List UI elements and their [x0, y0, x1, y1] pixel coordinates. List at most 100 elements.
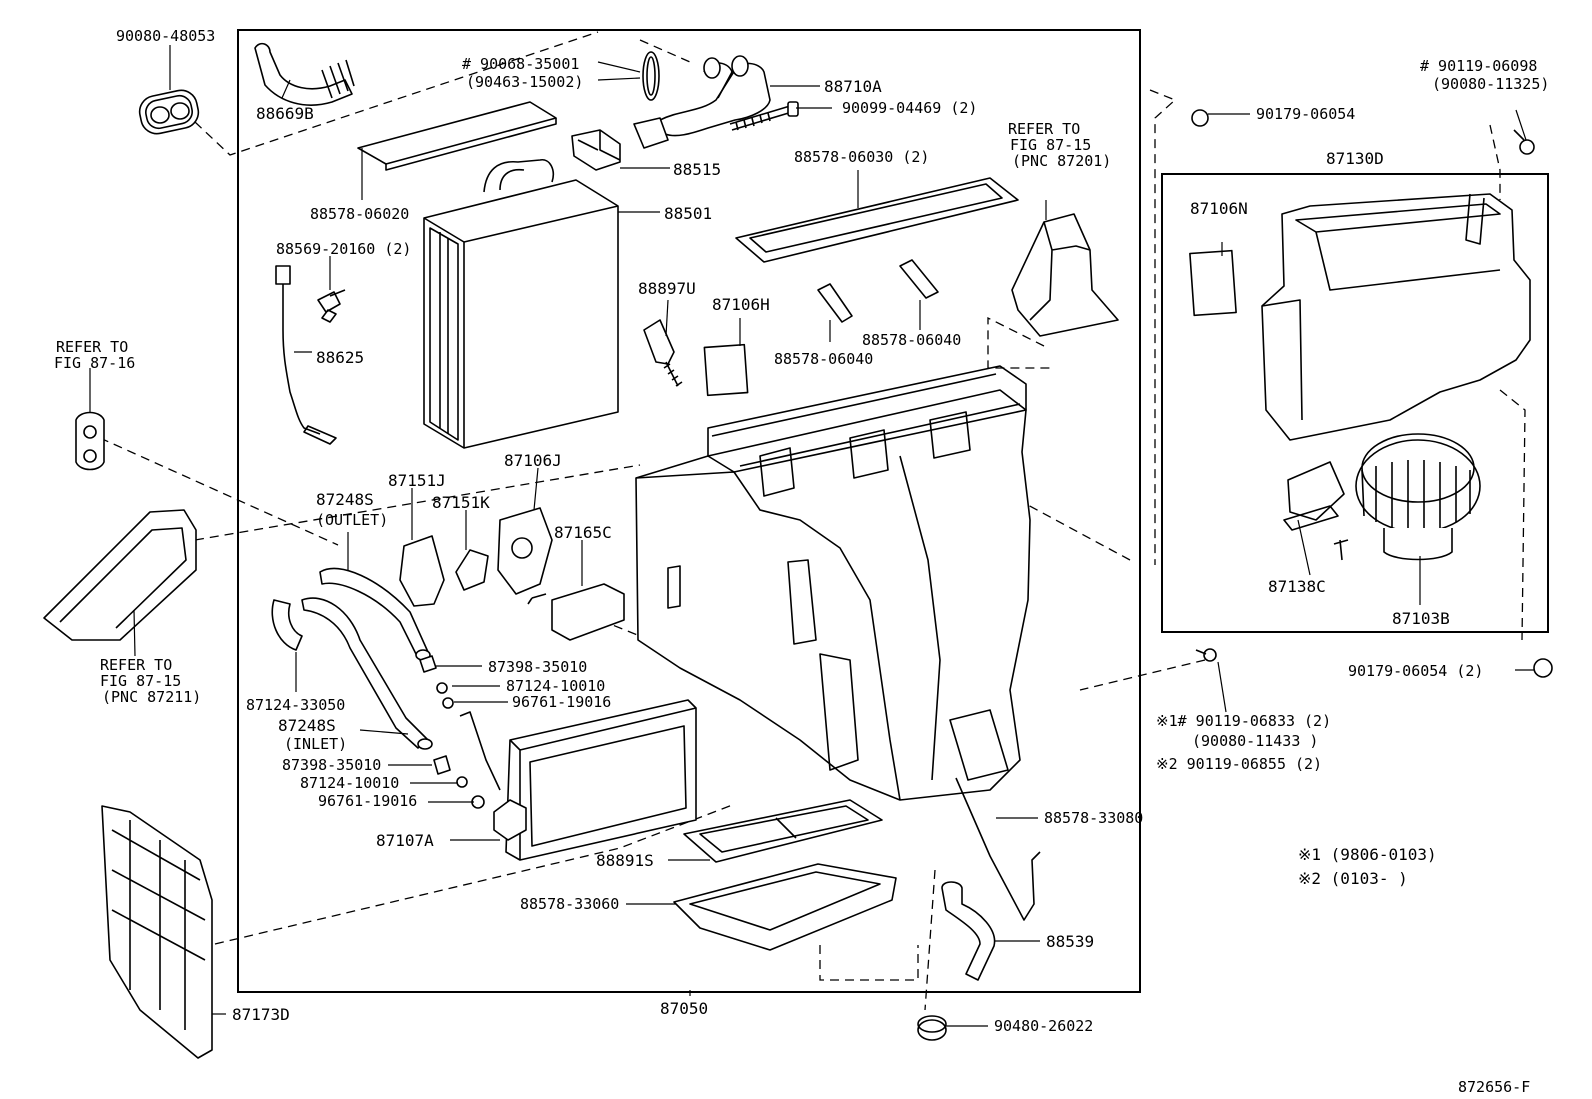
- label-90463-15002: (90463-15002): [466, 73, 583, 91]
- heater-hoses-87248S-part: [301, 567, 433, 750]
- label-90080-48053: 90080-48053: [116, 27, 215, 45]
- label-88710A: 88710A: [824, 77, 882, 96]
- ref-87211-line2: FIG 87-15: [100, 672, 181, 690]
- grommet-ref-87-16-part: [75, 411, 105, 471]
- label-88569-20160: 88569-20160 (2): [276, 240, 411, 258]
- label-88501: 88501: [664, 204, 712, 223]
- label-90068-35001: # 90068-35001: [462, 55, 579, 73]
- heater-case-87050-part: [635, 365, 1031, 801]
- blower-assembly-frame: [1161, 173, 1549, 633]
- label-90119-06855: ※2 90119-06855 (2): [1156, 755, 1322, 773]
- thermistor-88625-part: [275, 265, 337, 445]
- damper-88891S-part: [683, 799, 883, 863]
- label-90179-06054-b: 90179-06054 (2): [1348, 662, 1483, 680]
- clamp-87124-33050-part: [271, 599, 303, 651]
- label-inlet: (INLET): [284, 735, 347, 753]
- grommet-90080-48053-part: [138, 89, 200, 135]
- evaporator-88501-part: [423, 159, 619, 449]
- fasteners-part: [1191, 109, 1553, 678]
- label-88515: 88515: [673, 160, 721, 179]
- filter-87106N-part: [1189, 249, 1237, 317]
- clip-88569-20160-part: [317, 289, 346, 323]
- resistor-87165C-part: [527, 583, 625, 641]
- clamps-87398-part: [419, 655, 485, 809]
- cooler-pipe-88710A-part: [633, 55, 771, 149]
- label-96761-19016-a: 96761-19016: [512, 693, 611, 711]
- pressure-switch-88515-part: [571, 129, 621, 171]
- label-87106N: 87106N: [1190, 199, 1248, 218]
- label-90099-04469: 90099-04469 (2): [842, 99, 977, 117]
- label-87151K: 87151K: [432, 493, 490, 512]
- label-88578-33080: 88578-33080: [1044, 809, 1143, 827]
- label-88578-33060: 88578-33060: [520, 895, 619, 913]
- ref-87-16-line2: FIG 87-16: [54, 354, 135, 372]
- ref-87201-line3: (PNC 87201): [1012, 152, 1111, 170]
- ref-87-16-line1: REFER TO: [56, 338, 128, 356]
- note-2: ※2 (0103- ): [1298, 869, 1408, 888]
- label-87124-10010-a: 87124-10010: [506, 677, 605, 695]
- main-assembly-frame: [237, 29, 1141, 993]
- duct-ref-87201-part: [1011, 213, 1119, 337]
- pipe-88578-33080-part: [955, 777, 1041, 921]
- duct-ref-87211-part: [43, 509, 197, 641]
- diagram-id: 872656-F: [1458, 1078, 1530, 1096]
- label-88578-06020: 88578-06020: [310, 205, 409, 223]
- seal-88578-06040-part: [817, 259, 939, 323]
- label-96761-19016-b: 96761-19016: [318, 792, 417, 810]
- label-88891S: 88891S: [596, 851, 654, 870]
- label-outlet: (OUTLET): [316, 511, 388, 529]
- label-87103B: 87103B: [1392, 609, 1450, 628]
- label-88578-06040-a: 88578-06040: [774, 350, 873, 368]
- part-labels: 90080-48053 88669B # 90068-35001 (90463-…: [54, 27, 1549, 1096]
- label-87130D: 87130D: [1326, 149, 1384, 168]
- ref-87211-line3: (PNC 87211): [102, 688, 201, 706]
- heater-core-87107A-part: [459, 699, 697, 861]
- label-87173D: 87173D: [232, 1005, 290, 1024]
- label-90179-06054-a: 90179-06054: [1256, 105, 1355, 123]
- drain-pan-88578-33060-part: [673, 863, 897, 951]
- label-87107A: 87107A: [376, 831, 434, 850]
- ref-87211-line1: REFER TO: [100, 656, 172, 674]
- label-87106J: 87106J: [504, 451, 562, 470]
- label-90119-06098: # 90119-06098: [1420, 57, 1537, 75]
- o-ring-90068-35001-part: [642, 51, 660, 101]
- ref-87201-line2: FIG 87-15: [1010, 136, 1091, 154]
- label-90119-06833: ※1# 90119-06833 (2): [1156, 712, 1331, 730]
- bolt-90099-04469-part: [729, 101, 799, 131]
- label-87138C: 87138C: [1268, 577, 1326, 596]
- label-88539: 88539: [1046, 932, 1094, 951]
- label-87398-35010-b: 87398-35010: [282, 756, 381, 774]
- leader-lines: [89, 45, 1534, 1027]
- label-87124-10010-b: 87124-10010: [300, 774, 399, 792]
- label-90080-11325: (90080-11325): [1432, 75, 1549, 93]
- resistor-87138C-part: [1283, 461, 1345, 531]
- damper-parts-87151-part: [399, 507, 553, 607]
- label-88669B: 88669B: [256, 104, 314, 123]
- note-1: ※1 (9806-0103): [1298, 845, 1437, 864]
- label-87398-35010-a: 87398-35010: [488, 658, 587, 676]
- label-87165C: 87165C: [554, 523, 612, 542]
- filter-88578-06020-part: [357, 101, 557, 171]
- label-90080-11433: (90080-11433 ): [1192, 732, 1318, 750]
- label-87050: 87050: [660, 999, 708, 1018]
- drain-88897U-part: [643, 319, 683, 387]
- label-88625: 88625: [316, 348, 364, 367]
- seal-88578-06030-part: [735, 177, 1019, 263]
- blower-motor-87103B-part: [1355, 433, 1481, 561]
- cover-87173D-part: [101, 805, 213, 1059]
- label-87248S-outlet: 87248S: [316, 490, 374, 509]
- label-87248S-inlet: 87248S: [278, 716, 336, 735]
- label-87106H: 87106H: [712, 295, 770, 314]
- cap-90480-26022-part: [917, 1015, 947, 1041]
- blower-case-87130D-part: [1261, 193, 1531, 441]
- ref-87201-line1: REFER TO: [1008, 120, 1080, 138]
- label-88578-06040-b: 88578-06040: [862, 331, 961, 349]
- label-88578-06030: 88578-06030 (2): [794, 148, 929, 166]
- label-87124-33050: 87124-33050: [246, 696, 345, 714]
- drain-hose-88539-part: [941, 881, 996, 981]
- label-88897U: 88897U: [638, 279, 696, 298]
- foam-87106H-part: [703, 343, 749, 397]
- label-87151J: 87151J: [388, 471, 446, 490]
- hose-88669B-part: [254, 42, 355, 106]
